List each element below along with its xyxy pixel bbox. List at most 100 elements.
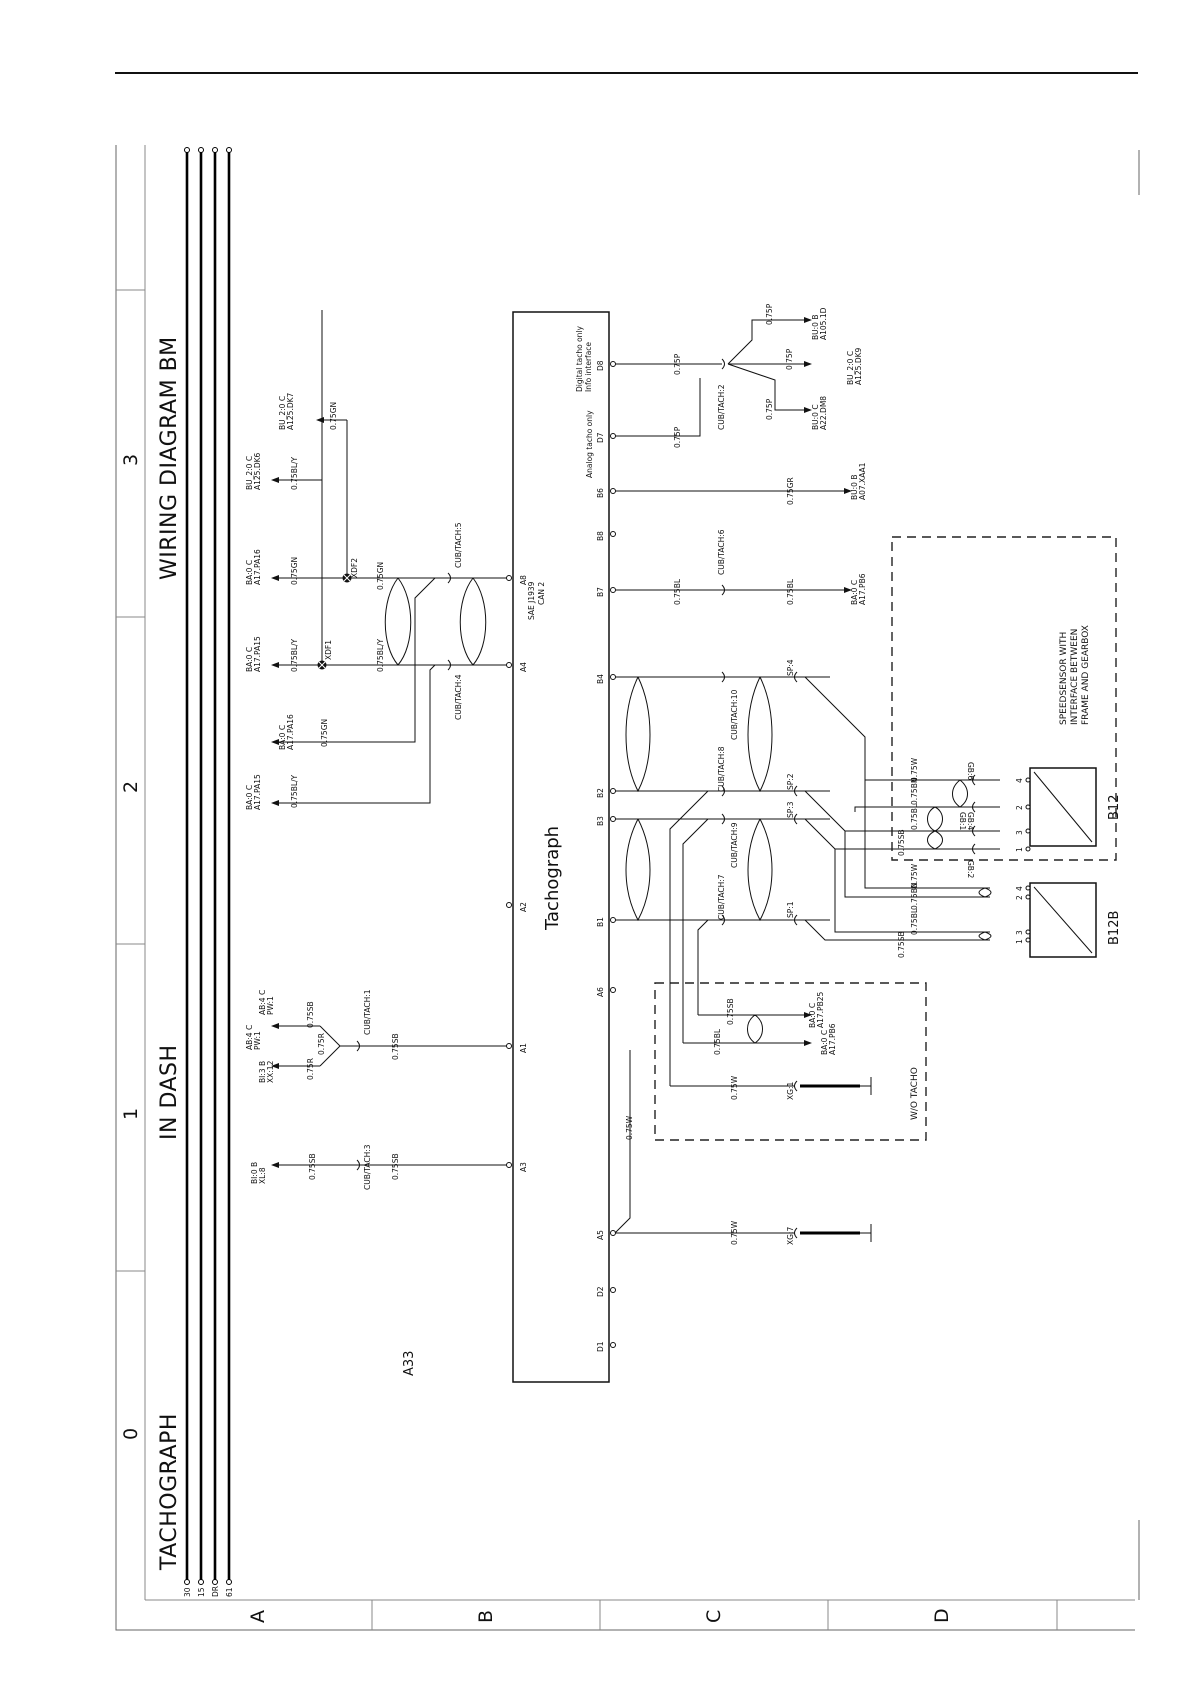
lbl-l76: A125.DK9 <box>854 347 863 385</box>
grid-row-A: A <box>247 1610 269 1623</box>
b12-pins <box>1025 777 1031 943</box>
lbl-l68: 0.75P <box>673 426 682 448</box>
lbl-l45: XG:1 <box>786 1082 795 1100</box>
digital-note-2: Info interface <box>584 342 593 392</box>
title-in-dash: IN DASH <box>157 1044 182 1140</box>
lbl-l29: BA:0 C <box>245 560 254 585</box>
wire-d7-d8 <box>615 317 812 437</box>
analog-note: Analog tacho only <box>585 410 594 478</box>
lbl-l79: A105.1D <box>819 307 828 340</box>
lbl-l13: 0.75R <box>317 1033 326 1055</box>
lbl-l17: BA:0 C <box>245 785 254 810</box>
lbl-l30: A17.PA16 <box>253 549 262 585</box>
lbl-l20: BA:0 C <box>278 725 287 750</box>
lbl-l24: A17.PA15 <box>253 636 262 672</box>
pin-D1: D1 <box>596 1341 605 1352</box>
pin-A3: A3 <box>519 1162 528 1172</box>
lbl-l72: BU:0 C <box>811 404 820 430</box>
pin-num-4b: 4 <box>1015 886 1024 891</box>
wire-a3 <box>271 1159 507 1171</box>
lbl-l67: A07.XAA1 <box>858 462 867 500</box>
pin-D8: D8 <box>596 360 605 371</box>
b12b-diagonal <box>1033 886 1093 954</box>
pin-B2: B2 <box>596 788 605 798</box>
drawing-frame <box>115 145 1135 1631</box>
pin-A4: A4 <box>519 662 528 672</box>
lbl-l74: 0.75P <box>785 348 794 370</box>
lbl-l9: PW:1 <box>253 1031 262 1050</box>
pin-B1: B1 <box>596 917 605 927</box>
pin-num-3b: 3 <box>1015 930 1024 935</box>
lbl-l60: 0.75BL <box>673 578 682 605</box>
lbl-l66: BU:0 B <box>850 475 859 500</box>
digital-note-1: Digital tacho only <box>575 325 584 392</box>
bus-label-15: 15 <box>197 1587 206 1597</box>
pin-B7: B7 <box>596 587 605 597</box>
grid-row-C: C <box>703 1610 725 1623</box>
b12b-sensor <box>1029 882 1097 958</box>
lbl-l54: CUB/TACH:9 <box>730 822 739 868</box>
pin-A1: A1 <box>519 1043 528 1053</box>
lbl-l81: 0.75BL <box>910 803 919 830</box>
lbl-l65: 0.75GR <box>786 477 795 505</box>
grid-col-0: 0 <box>120 1428 142 1440</box>
pin-num-4: 4 <box>1015 778 1024 783</box>
lbl-l6: BI:3 B <box>258 1061 267 1083</box>
lbl-l48: A17.PB6 <box>828 1023 837 1055</box>
lbl-l40: 0.75GN <box>329 402 338 430</box>
title-tachograph: TACHOGRAPH <box>157 1413 182 1571</box>
lbl-l75: BU_2:0 C <box>846 351 855 385</box>
pin-A8: A8 <box>519 575 528 585</box>
lbl-l71: 0.75P <box>765 398 774 420</box>
lbl-l25: 0.75BL/Y <box>290 638 299 672</box>
lbl-l7: XX:12 <box>266 1060 275 1083</box>
lbl-l27: 0.75BL/Y <box>376 638 385 672</box>
can-note-1: SAE J1939 <box>527 581 536 620</box>
wire-b7 <box>615 584 852 596</box>
lbl-l52: CUB/TACH:7 <box>717 874 726 920</box>
lbl-l61: CUB/TACH:6 <box>717 529 726 575</box>
lbl-l57: SP:2 <box>786 773 795 790</box>
lbl-l64: A17.PB6 <box>858 573 867 605</box>
lbl-l26: XDF1 <box>324 640 333 660</box>
lbl-l34: CUB/TACH:5 <box>454 522 463 568</box>
pin-D2: D2 <box>596 1286 605 1297</box>
lbl-l14: 0.75SB <box>306 1001 315 1028</box>
lbl-l43: XG:7 <box>786 1227 795 1245</box>
pin-num-1b: 1 <box>1015 939 1024 944</box>
lbl-l21: A17.PA16 <box>286 714 295 750</box>
lbl-l33: 0.75GN <box>376 562 385 590</box>
speedsensor-line-1: SPEEDSENSOR WITH <box>1059 632 1069 725</box>
speedsensor-box <box>891 536 1117 861</box>
lbl-l15: CUB/TACH:1 <box>363 989 372 1035</box>
can-note-2: CAN 2 <box>537 582 546 605</box>
pin-D7: D7 <box>596 432 605 443</box>
grid-col-2: 2 <box>120 781 142 793</box>
right-pins <box>610 361 616 1348</box>
lbl-l41: 0.75W <box>625 1115 634 1140</box>
title-wiring-diagram: WIRING DIAGRAM BM <box>157 336 182 580</box>
lbl-l37: 0.75BL/Y <box>290 456 299 490</box>
lbl-l49: 0.75SB <box>726 998 735 1025</box>
wire-a1 <box>271 1023 507 1069</box>
wire-can <box>271 310 507 806</box>
lbl-l86: 0.75BN <box>910 883 919 910</box>
speedsensor-line-3: FRAME AND GEARBOX <box>1081 625 1091 725</box>
module-id: A33 <box>402 1351 417 1376</box>
lbl-l90: GB:4 <box>966 812 975 830</box>
bus-label-61: 61 <box>225 1587 234 1597</box>
pin-B8: B8 <box>596 531 605 541</box>
speedsensor-line-2: INTERFACE BETWEEN <box>1070 629 1080 725</box>
lbl-l4: CUB/TACH:3 <box>363 1144 372 1190</box>
power-buses <box>184 147 232 1585</box>
lbl-l77: 0.75P <box>765 303 774 325</box>
pin-num-2: 2 <box>1015 805 1024 810</box>
pin-A2: A2 <box>519 902 528 912</box>
tachograph-box <box>512 311 610 1383</box>
lbl-l88: GB:2 <box>966 860 975 878</box>
lbl-l32: XDF2 <box>350 558 359 578</box>
wo-tacho-box <box>654 982 927 1141</box>
pin-num-3: 3 <box>1015 830 1024 835</box>
lbl-l87: 0.75W <box>910 863 919 888</box>
lbl-l80: 0.75SB <box>897 829 906 856</box>
